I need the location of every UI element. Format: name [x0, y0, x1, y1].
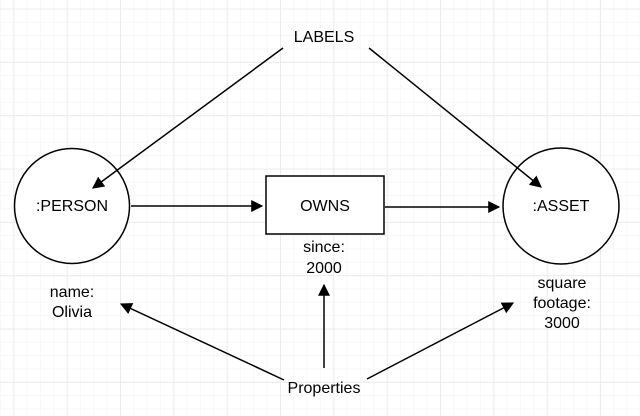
asset-property-line-3[interactable]: 3000	[544, 315, 580, 332]
owns-edge-label: OWNS	[300, 198, 350, 215]
person-node-label: :PERSON	[36, 198, 108, 215]
owns-edge-box[interactable]	[265, 175, 385, 235]
arrow-labels-to-person[interactable]	[92, 47, 284, 189]
edge-property-line-2[interactable]: 2000	[306, 260, 342, 277]
properties-title[interactable]: Properties	[288, 380, 361, 397]
person-property-line-1[interactable]: name:	[50, 284, 94, 301]
asset-property-line-1[interactable]: square	[538, 275, 587, 292]
asset-node-label: :ASSET	[533, 198, 590, 215]
arrow-properties-to-asset-property[interactable]	[366, 302, 515, 380]
asset-property-line-2[interactable]: footage:	[533, 295, 591, 312]
labels-title[interactable]: LABELS	[294, 29, 354, 46]
arrow-properties-to-person-property[interactable]	[119, 303, 285, 381]
arrow-labels-to-asset[interactable]	[368, 47, 542, 188]
edge-property-line-1[interactable]: since:	[303, 239, 345, 256]
person-property-line-2[interactable]: Olivia	[52, 304, 92, 321]
